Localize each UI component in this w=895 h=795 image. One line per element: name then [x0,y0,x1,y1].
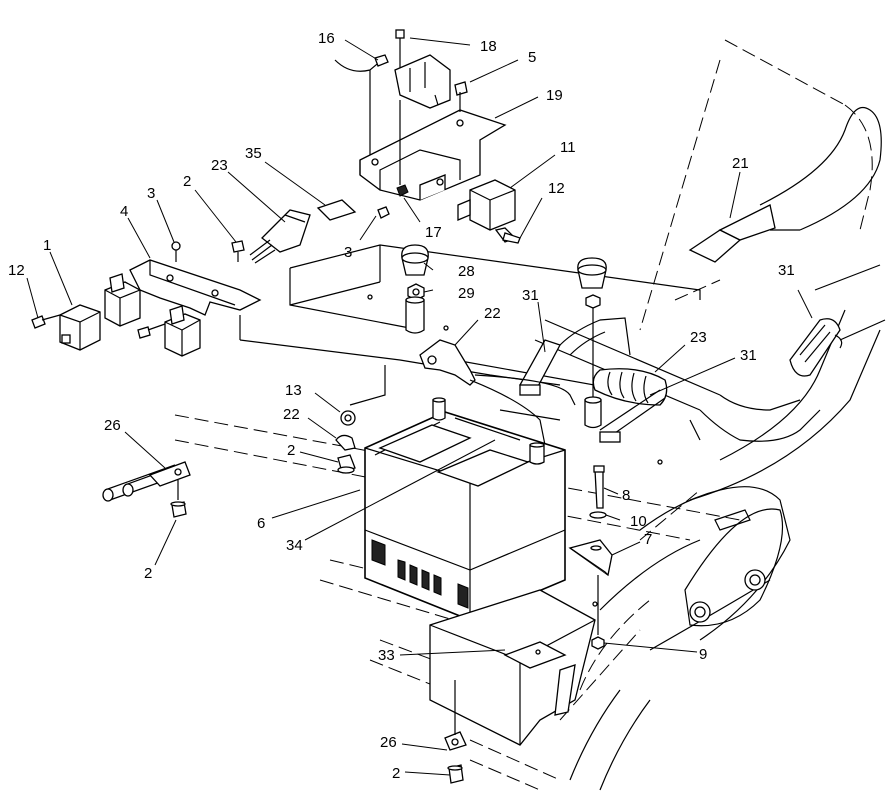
connector-23-upper [249,209,311,264]
callout-34: 34 [286,537,303,554]
callout-23-upper: 23 [211,157,228,174]
callout-29: 29 [458,285,475,302]
leader-lines [26,37,813,776]
callout-23-right: 23 [690,329,707,346]
callout-2-left: 2 [144,565,152,582]
callout-16: 16 [318,30,335,47]
callout-22-lower: 22 [283,406,300,423]
callout-21: 21 [732,155,749,172]
callout-31-right: 31 [778,262,795,279]
callout-2-bottom: 2 [392,765,400,782]
callout-10: 10 [630,513,647,530]
callout-labels: 16 18 5 19 11 12 21 35 23 2 3 4 1 12 3 1… [8,30,795,782]
callout-12-upper: 12 [548,180,565,197]
grip-31-right [789,318,843,377]
decal-35 [316,199,357,221]
callout-13: 13 [285,382,302,399]
callout-31-lower: 31 [740,347,757,364]
frame-rail [569,309,881,791]
relay-bracket-4 [31,240,262,357]
callout-2-upper: 2 [183,173,191,190]
callout-33: 33 [378,647,395,664]
knob-28-assembly [401,244,429,334]
handle-tube [688,106,886,341]
battery-34 [364,397,566,621]
mounting-bracket-19 [334,29,521,244]
battery-tray-33 [429,589,596,746]
battery-hold-down [568,465,613,650]
washer-3-center [377,206,390,219]
callout-7: 7 [644,531,652,548]
callout-19: 19 [546,87,563,104]
callout-26-bottom: 26 [380,734,397,751]
callout-18: 18 [480,38,497,55]
cable-22 [419,339,576,446]
callout-28: 28 [458,263,475,280]
callout-11: 11 [560,139,576,156]
callout-9: 9 [699,646,707,663]
callout-5: 5 [528,49,536,66]
knob-right [577,257,607,429]
callout-1: 1 [43,237,51,254]
callout-22-upper: 22 [484,305,501,322]
callout-2-mid: 2 [287,442,295,459]
clamp-26-bottom [444,680,467,784]
callout-3-center: 3 [344,244,352,261]
handlebar [519,317,821,443]
callout-35: 35 [245,145,262,162]
callout-6: 6 [257,515,265,532]
callout-4: 4 [120,203,128,220]
callout-26-left: 26 [104,417,121,434]
callout-3-left: 3 [147,185,155,202]
terminal-hardware [335,410,356,474]
callout-31-center: 31 [522,287,539,304]
callout-12-left: 12 [8,262,25,279]
clamp-26-left [102,461,191,518]
callout-17: 17 [425,224,442,241]
callout-8: 8 [622,487,630,504]
